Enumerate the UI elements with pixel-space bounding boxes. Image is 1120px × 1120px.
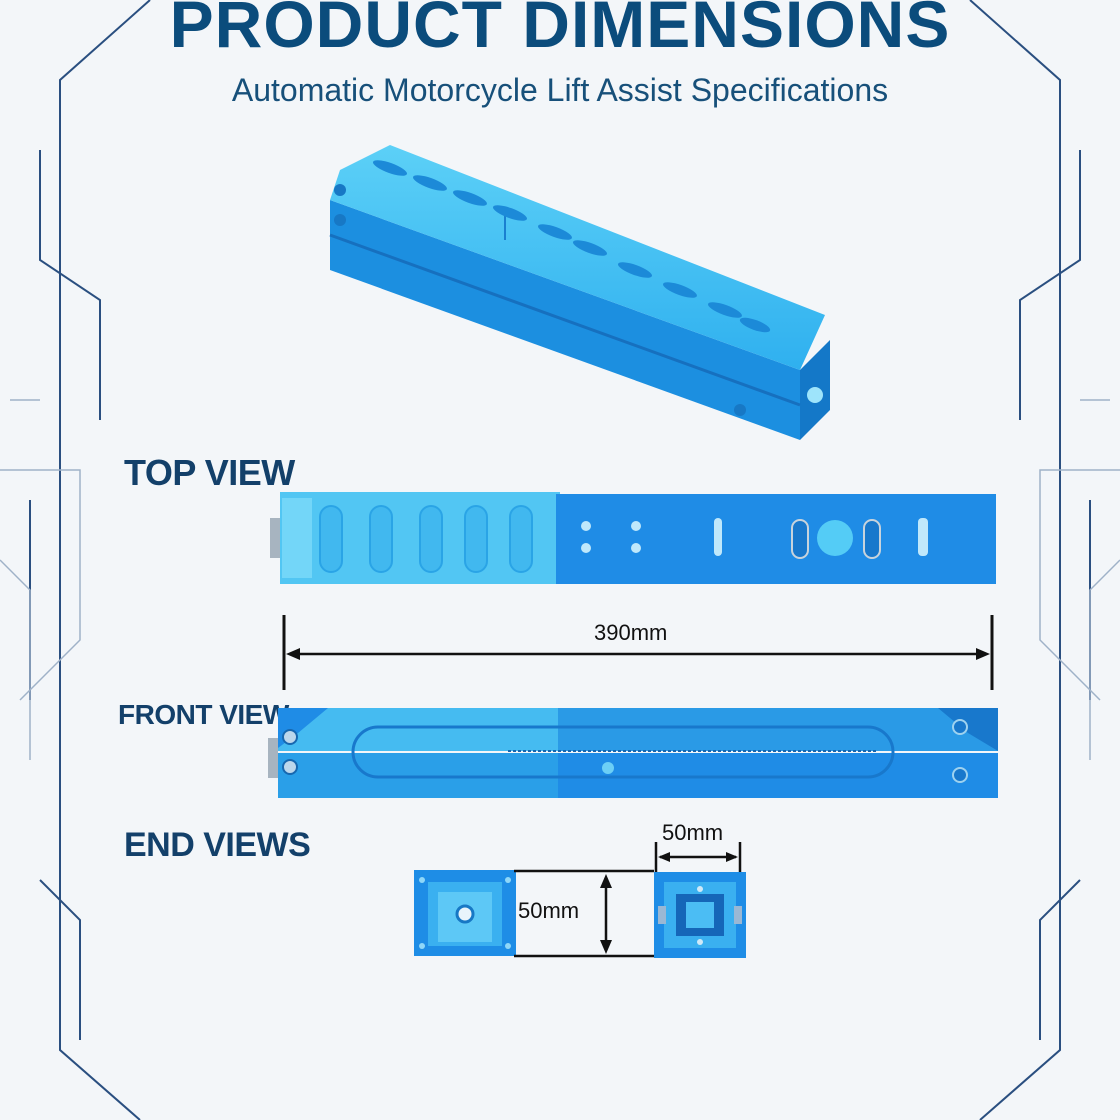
end-view-left <box>414 870 516 956</box>
front-view-label: FRONT VIEW <box>118 699 289 730</box>
width-dimension-line <box>654 842 742 872</box>
height-dimension-label: 50mm <box>518 898 580 923</box>
length-dimension-label: 390mm <box>594 620 668 645</box>
length-dimension-line <box>282 615 994 690</box>
front-view-drawing <box>268 708 998 798</box>
height-dimension-line <box>514 869 654 958</box>
end-views-label: END VIEWS <box>124 826 311 864</box>
page-subtitle: Automatic Motorcycle Lift Assist Specifi… <box>231 72 889 108</box>
product-3d-render <box>329 145 830 440</box>
page-title: PRODUCT DIMENSIONS <box>169 0 951 61</box>
end-view-right <box>654 872 746 958</box>
top-view-drawing <box>270 492 996 584</box>
top-view-label: TOP VIEW <box>124 452 295 493</box>
width-dimension-label: 50mm <box>662 820 724 845</box>
